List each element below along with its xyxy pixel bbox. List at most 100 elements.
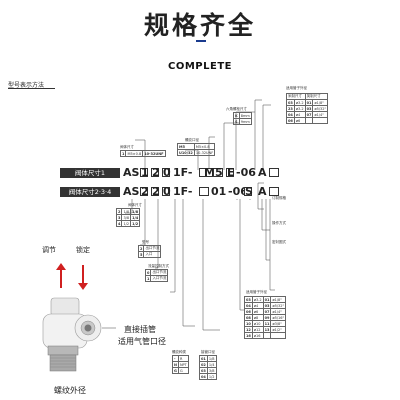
table-cell (312, 117, 329, 124)
row1-box-3 (162, 168, 170, 177)
table-cell: ø6 (293, 117, 306, 124)
callout-thread: 螺纹外径 (54, 386, 86, 395)
row2-a: A (258, 185, 267, 198)
table-cell: M5×0.8 (125, 150, 144, 157)
table-cell: 出口节流 (143, 245, 162, 252)
seal-note: 密封圈式 (272, 240, 286, 244)
table-cell: 1 (144, 275, 152, 282)
operation-note: 操作方式 (272, 221, 286, 225)
row2-digit-3: 0 (163, 185, 171, 198)
row1-dash: -06 (236, 166, 256, 179)
title-divider (196, 40, 206, 42)
model-heading: 型号表示方法 (8, 82, 45, 89)
callout-adjust: 调节 (42, 246, 56, 254)
row1-digit-3: 0 (163, 166, 171, 179)
hex-note: 六角螺栓尺寸 (226, 107, 247, 111)
row1-box-4 (199, 168, 223, 177)
table-cell: 10-32UNF (193, 149, 216, 156)
table-cell: 入口 (143, 251, 162, 258)
table-cell: 04 (199, 373, 208, 380)
table-cell: 4 (115, 220, 123, 227)
row1-mid: M5 (204, 166, 223, 179)
table-cell (304, 117, 314, 124)
table-cell: 9mm (238, 118, 252, 125)
callout-lock: 锁定 (76, 246, 90, 254)
custom-spec-note: 订制规格 (272, 196, 286, 200)
table-cell: 1/2 (121, 220, 132, 227)
table-cell: 5 (137, 251, 145, 258)
row1-box-1 (140, 168, 148, 177)
table-cell: 16 (244, 332, 253, 339)
model-heading-underline (8, 88, 55, 89)
page-subtitle: COMPLETE (168, 61, 232, 72)
table-cell: 入口节流 (150, 275, 169, 282)
table-cell: 10-32UNF (142, 150, 166, 157)
fitting-illustration (42, 263, 116, 372)
table-cell: 1 (119, 150, 127, 157)
tube-od-note-bottom: 适用管子外径 (246, 290, 267, 294)
row1-digit-1: 1 (141, 166, 149, 179)
row2-label: 阀体尺寸2·3·4 (60, 187, 120, 197)
tube-od-note-top: 适用管子外径 (286, 86, 307, 90)
thread-type-note: 螺纹种类 (172, 350, 186, 354)
table-cell: G (177, 367, 189, 374)
table-cell: 出口节流 (150, 269, 169, 276)
callout-applicable: 适用气管口径 (118, 337, 166, 346)
row2-digit-1: 2 (141, 185, 149, 198)
row1-box-5 (226, 168, 234, 177)
row2-suffix: 1F- (173, 185, 193, 198)
row2-box-6 (269, 187, 279, 196)
row1-box-6 (269, 168, 279, 177)
table-cell: G (172, 367, 179, 374)
row2-prefix: AS (123, 185, 140, 198)
table-cell: U10/32 (177, 149, 195, 156)
table-cell: 1/2 (130, 220, 141, 227)
row2-box-2 (151, 187, 159, 196)
row2-dash: -06 (228, 185, 248, 198)
thread-note: 螺纹口径 (185, 138, 199, 142)
page-title: 规格齐全 (143, 11, 256, 40)
row2-box-3 (162, 187, 170, 196)
row1-e: E (227, 166, 235, 179)
table-cell (262, 332, 272, 339)
table-cell (270, 332, 287, 339)
adjust-knob (50, 297, 80, 317)
row2-digit-2: 2 (152, 185, 160, 198)
lock-arrow (78, 265, 88, 290)
thread-section (49, 354, 77, 372)
size2-note: 阀体尺寸 (128, 203, 142, 207)
type-note: 型号 (142, 240, 149, 244)
row1-prefix: AS (123, 166, 140, 179)
row1-digit-2: 2 (152, 166, 160, 179)
row1-box-2 (151, 168, 159, 177)
row2-box-1 (140, 187, 148, 196)
row2-box-5 (244, 187, 252, 196)
port-note: 接管口径 (201, 350, 215, 354)
table-cell: ø16 (251, 332, 264, 339)
hex-nut (47, 345, 79, 356)
row1-a: A (258, 166, 267, 179)
row1-label: 阀体尺寸1 (60, 168, 120, 178)
row1-suffix: 1F- (173, 166, 193, 179)
size-note: 阀体尺寸 (120, 145, 134, 149)
